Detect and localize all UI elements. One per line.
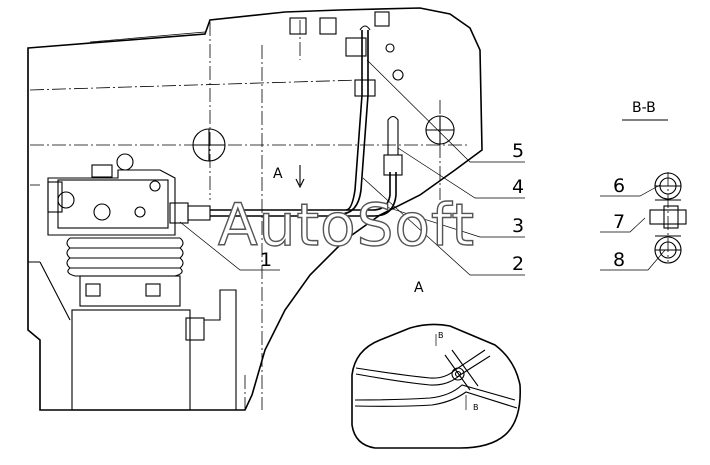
- callout-2: 2: [512, 253, 524, 275]
- callout-4: 4: [512, 176, 524, 198]
- air-compressor: [47, 153, 237, 411]
- callout-6: 6: [613, 175, 625, 197]
- center-lines: [29, 20, 470, 410]
- callout-8: 8: [613, 249, 625, 271]
- section-b-b: B-B: [622, 100, 687, 264]
- detail-label-b-top: B: [438, 331, 444, 340]
- leader-lines: [179, 59, 666, 276]
- view-arrow-label: A: [273, 166, 283, 182]
- callout-3: 3: [512, 215, 524, 237]
- detail-label-b-bottom: B: [473, 403, 479, 412]
- view-label-a: A: [414, 280, 424, 296]
- callout-5: 5: [512, 140, 524, 162]
- frame-holes: [192, 11, 455, 162]
- detail-view-a: B B: [351, 323, 522, 449]
- callout-1: 1: [260, 249, 272, 271]
- callout-7: 7: [613, 211, 625, 233]
- watermark: AutoSoft: [218, 191, 475, 259]
- view-arrow-a: A: [273, 165, 305, 189]
- section-label: B-B: [632, 100, 656, 116]
